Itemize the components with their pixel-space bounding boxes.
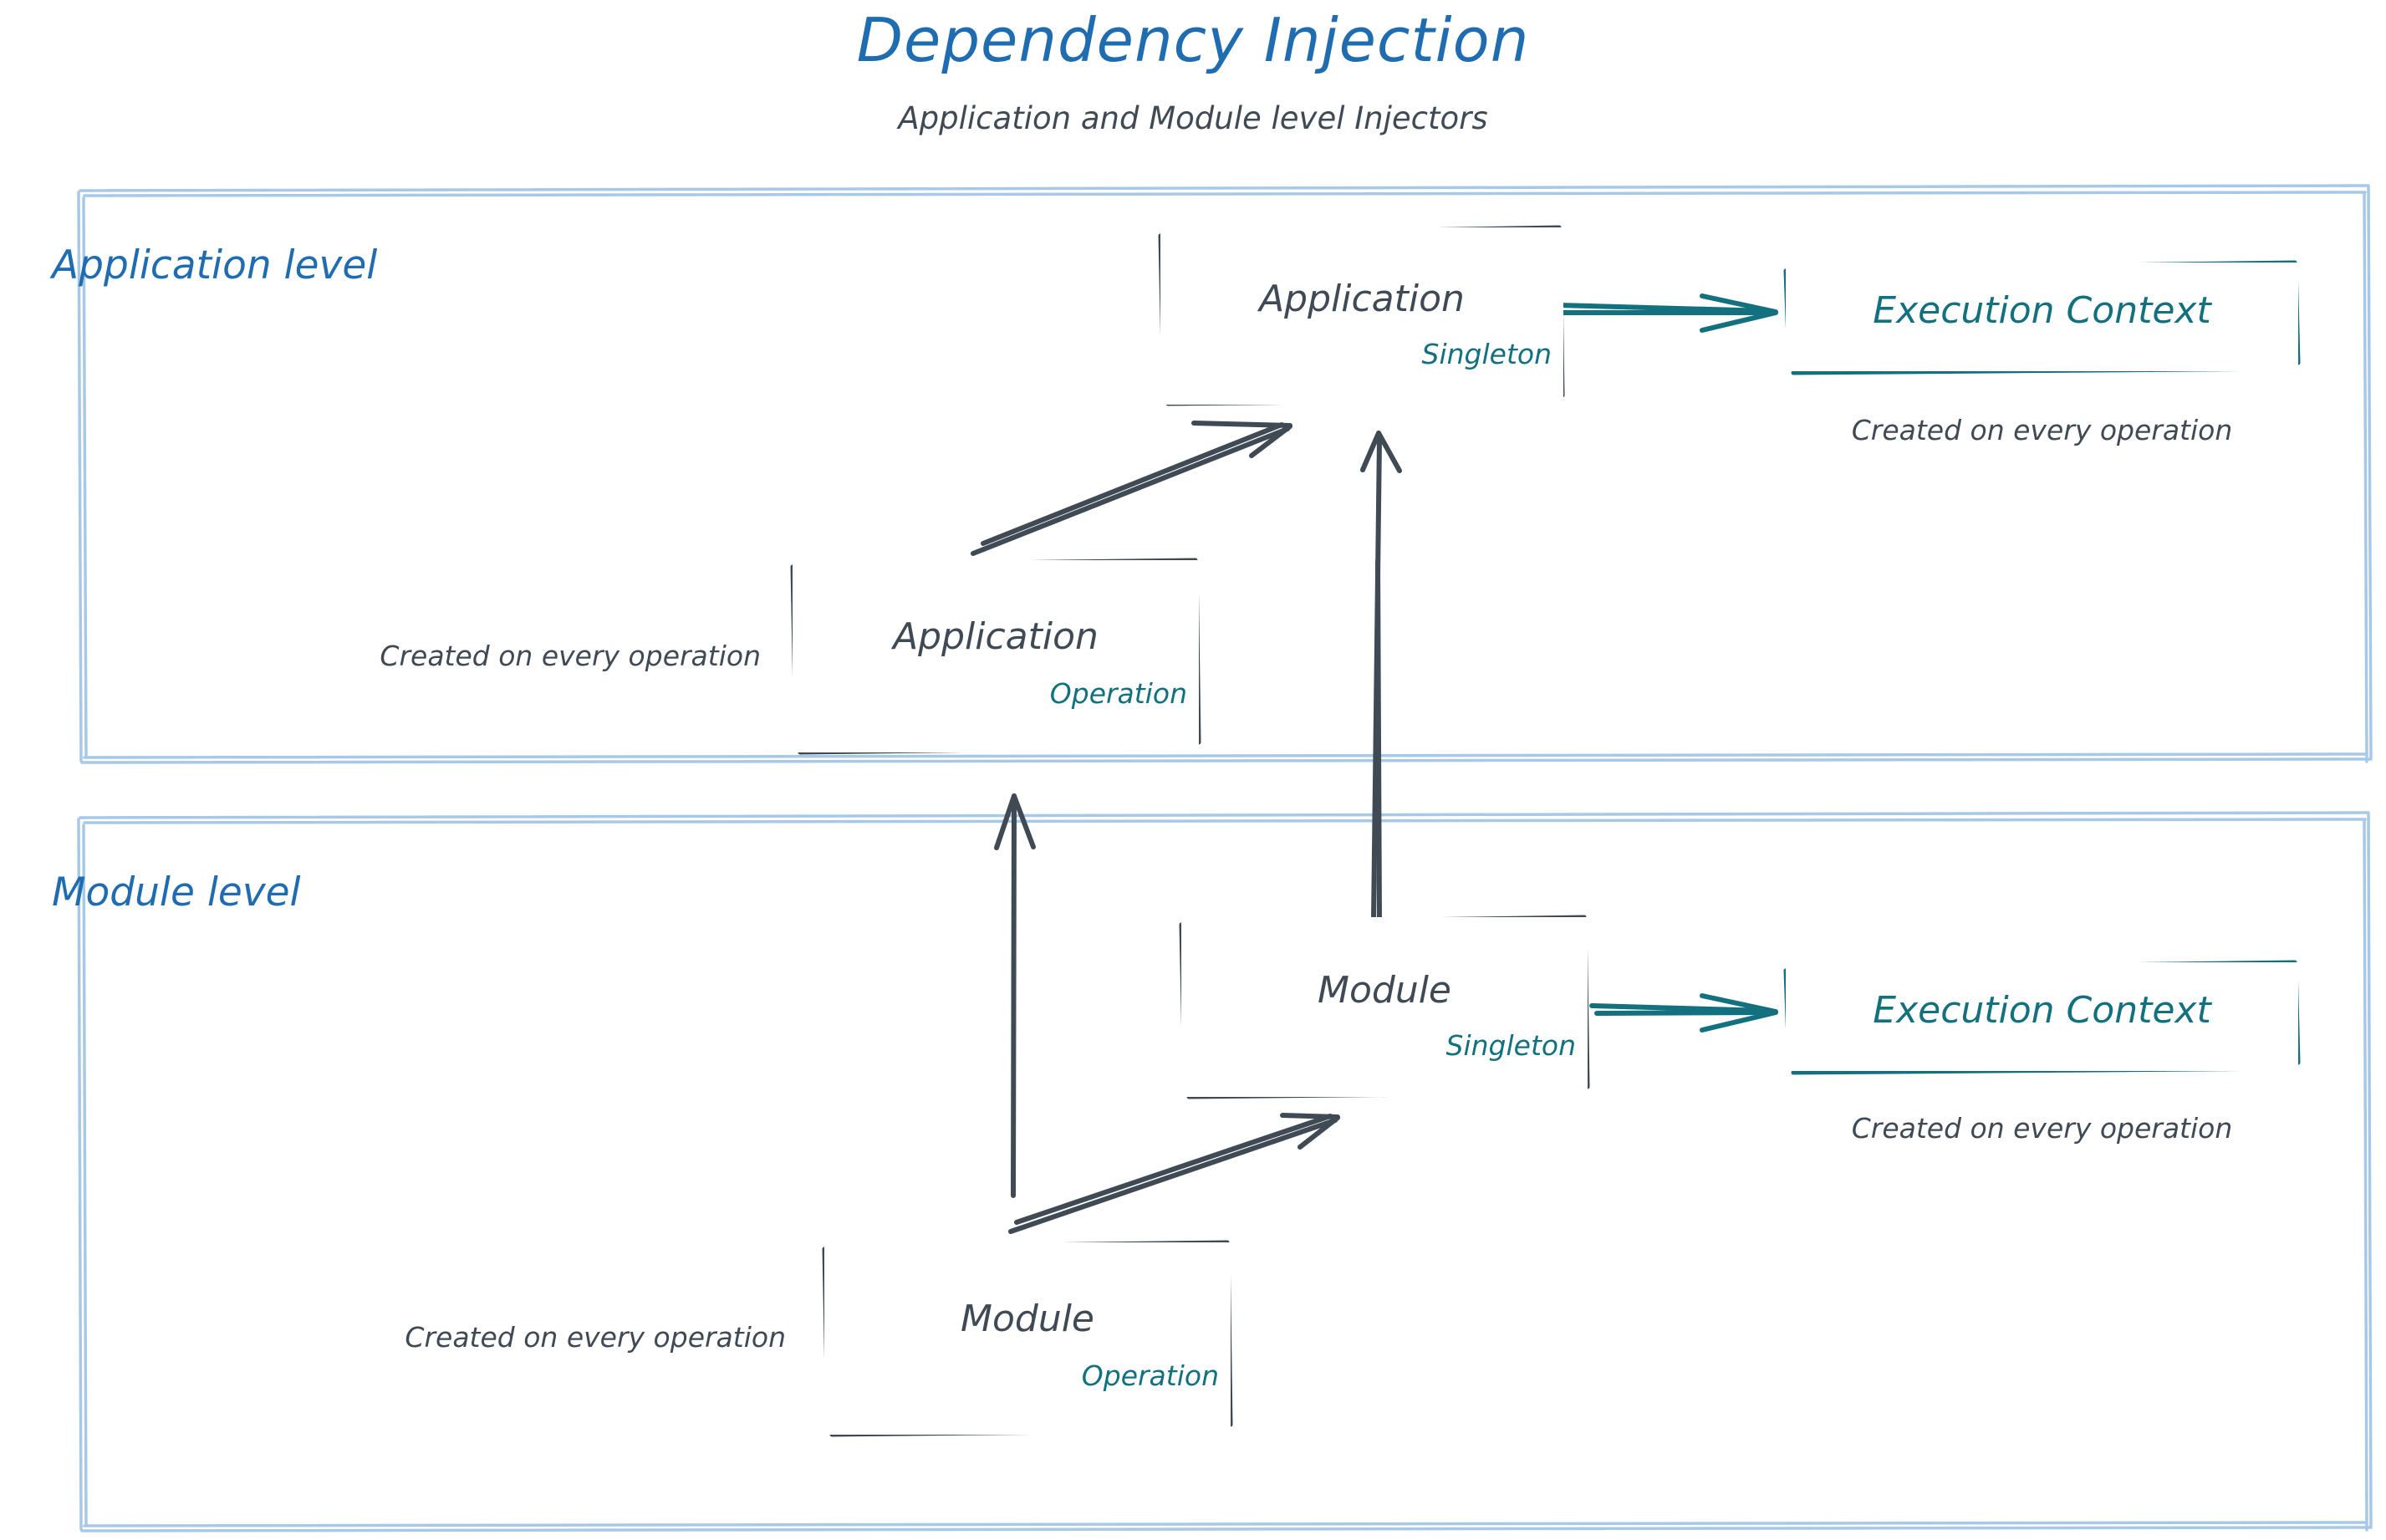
node-application-singleton[interactable]: Application Singleton: [1160, 227, 1563, 405]
node-execution-context-application[interactable]: Execution Context: [1786, 263, 2298, 371]
note-application-operation: Created on every operation: [380, 640, 761, 672]
edge-module-operation-to-module-singleton: [1008, 1113, 1340, 1234]
node-application-operation[interactable]: Application Operation: [793, 560, 1199, 752]
page-subtitle: Application and Module level Injectors: [898, 100, 1488, 136]
container-label-application-level: Application level: [52, 242, 378, 288]
page-title: Dependency Injection: [856, 5, 1530, 75]
note-exec-ctx-module: Created on every operation: [1851, 1112, 2233, 1145]
note-exec-ctx-application: Created on every operation: [1851, 414, 2233, 446]
node-application-operation-scope: Operation: [1049, 677, 1187, 710]
node-execution-context-module[interactable]: Execution Context: [1786, 962, 2298, 1071]
node-execution-context-application-label: Execution Context: [1873, 289, 2211, 332]
edge-module-operation-to-app-level: [994, 793, 1036, 1198]
edge-app-singleton-to-exec-ctx: [1556, 293, 1778, 333]
node-application-operation-title: Application: [893, 615, 1099, 658]
node-module-singleton-scope: Singleton: [1445, 1029, 1577, 1062]
node-module-operation-title: Module: [961, 1298, 1094, 1340]
node-module-singleton[interactable]: Module Singleton: [1181, 917, 1588, 1097]
edge-app-operation-to-app-singleton: [971, 421, 1292, 556]
edge-module-singleton-to-app-singleton: [1360, 431, 1402, 926]
container-label-module-level: Module level: [52, 869, 301, 915]
node-module-operation[interactable]: Module Operation: [824, 1242, 1231, 1435]
node-application-singleton-scope: Singleton: [1421, 338, 1552, 370]
node-execution-context-module-label: Execution Context: [1873, 989, 2211, 1032]
node-module-operation-scope: Operation: [1081, 1359, 1219, 1392]
edge-module-singleton-to-exec-ctx: [1589, 993, 1778, 1033]
note-module-operation: Created on every operation: [405, 1321, 786, 1354]
node-application-singleton-title: Application: [1259, 278, 1465, 320]
node-module-singleton-title: Module: [1318, 969, 1451, 1012]
